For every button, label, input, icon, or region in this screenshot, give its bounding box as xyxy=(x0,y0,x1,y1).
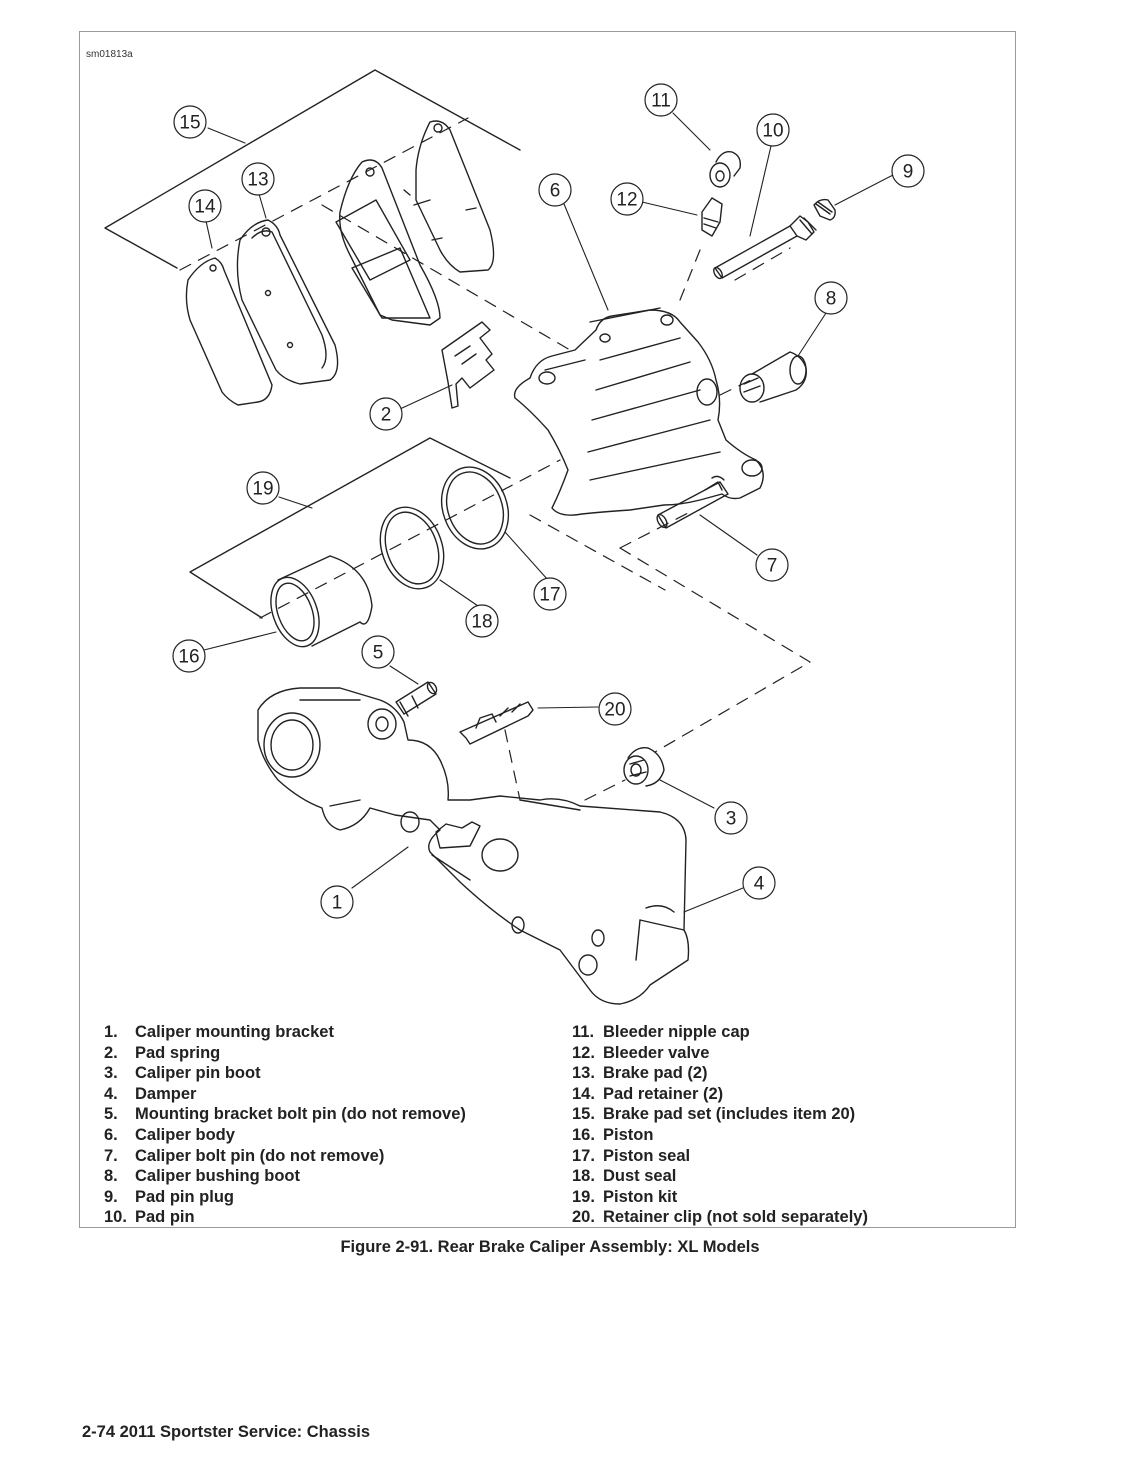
legend-item: 14.Pad retainer (2) xyxy=(572,1084,724,1103)
caliper-mounting-bracket xyxy=(257,687,690,1005)
legend-item: 12.Bleeder valve xyxy=(572,1043,710,1062)
bleeder-nipple-cap xyxy=(709,151,742,188)
caliper-bushing-boot xyxy=(739,351,807,403)
callout-8: 8 xyxy=(826,289,837,310)
bleeder-valve xyxy=(701,197,723,237)
legend-item: 2.Pad spring xyxy=(104,1043,221,1062)
callout-7: 7 xyxy=(767,556,778,577)
callout-16: 16 xyxy=(178,647,199,668)
callout-12: 12 xyxy=(616,190,637,211)
retainer-clip xyxy=(459,701,534,745)
figure-frame xyxy=(79,31,1016,1228)
pad-pin-plug xyxy=(813,198,836,221)
caliper-body xyxy=(513,307,764,516)
legend-item: 10.Pad pin xyxy=(104,1208,195,1227)
dust-seal xyxy=(379,506,445,590)
legend-item: 19.Piston kit xyxy=(572,1187,678,1206)
leader-lines xyxy=(203,112,894,913)
piston-seal xyxy=(440,466,510,550)
brake-pad-rear xyxy=(403,120,495,273)
callout-10: 10 xyxy=(762,121,783,142)
brake-pad-inner xyxy=(335,159,441,326)
bracket-15 xyxy=(104,69,521,269)
callout-circles xyxy=(172,83,925,919)
legend-item: 11.Bleeder nipple cap xyxy=(572,1023,750,1041)
axis-lines xyxy=(179,117,811,801)
callout-11: 11 xyxy=(651,91,671,112)
legend-item: 9.Pad pin plug xyxy=(104,1187,234,1206)
legend-item: 1.Caliper mounting bracket xyxy=(104,1023,334,1041)
figure-caption: Figure 2-91. Rear Brake Caliper Assembly… xyxy=(340,1238,760,1256)
pad-retainer xyxy=(185,257,273,406)
callout-19: 19 xyxy=(252,479,273,500)
callout-17: 17 xyxy=(539,585,560,606)
legend-item: 16.Piston xyxy=(572,1125,654,1144)
legend-item: 17.Piston seal xyxy=(572,1146,691,1165)
legend-item: 18.Dust seal xyxy=(572,1167,677,1186)
legend-item: 8.Caliper bushing boot xyxy=(104,1167,300,1186)
legend-item: 15.Brake pad set (includes item 20) xyxy=(572,1105,856,1124)
callout-5: 5 xyxy=(373,643,384,664)
callout-2: 2 xyxy=(381,405,392,426)
legend-item: 7.Caliper bolt pin (do not remove) xyxy=(104,1146,385,1165)
callout-15: 15 xyxy=(179,113,200,134)
legend-item: 4.Damper xyxy=(104,1084,197,1103)
brake-pad-outer xyxy=(236,219,339,385)
legend-item: 3.Caliper pin boot xyxy=(104,1064,261,1083)
legend-item: 6.Caliper body xyxy=(104,1125,235,1144)
callout-18: 18 xyxy=(471,612,492,633)
callout-9: 9 xyxy=(903,162,914,183)
legend-left-column: 1.Caliper mounting bracket 2.Pad spring … xyxy=(104,1022,466,1228)
callout-13: 13 xyxy=(247,170,268,191)
callout-3: 3 xyxy=(726,809,737,830)
pad-spring xyxy=(441,321,495,409)
callout-4: 4 xyxy=(754,874,765,895)
caliper-bolt-pin xyxy=(656,475,729,529)
callout-6: 6 xyxy=(550,181,561,202)
callout-20: 20 xyxy=(604,700,625,721)
legend-item: 5.Mounting bracket bolt pin (do not remo… xyxy=(104,1105,466,1124)
page-footer: 2-74 2011 Sportster Service: Chassis xyxy=(82,1423,371,1441)
legend-right-column: 11.Bleeder nipple cap 12.Bleeder valve 1… xyxy=(572,1022,868,1228)
callout-14: 14 xyxy=(194,197,216,218)
legend-item: 20.Retainer clip (not sold separately) xyxy=(572,1208,868,1227)
pad-pin xyxy=(713,215,817,280)
callout-1: 1 xyxy=(332,893,343,914)
figure-id: sm01813a xyxy=(86,49,133,60)
piston xyxy=(270,555,373,648)
caliper-pin-boot xyxy=(623,747,665,787)
bracket-19 xyxy=(189,437,511,619)
mounting-bracket-bolt-pin xyxy=(395,681,438,717)
legend-item: 13.Brake pad (2) xyxy=(572,1064,708,1083)
